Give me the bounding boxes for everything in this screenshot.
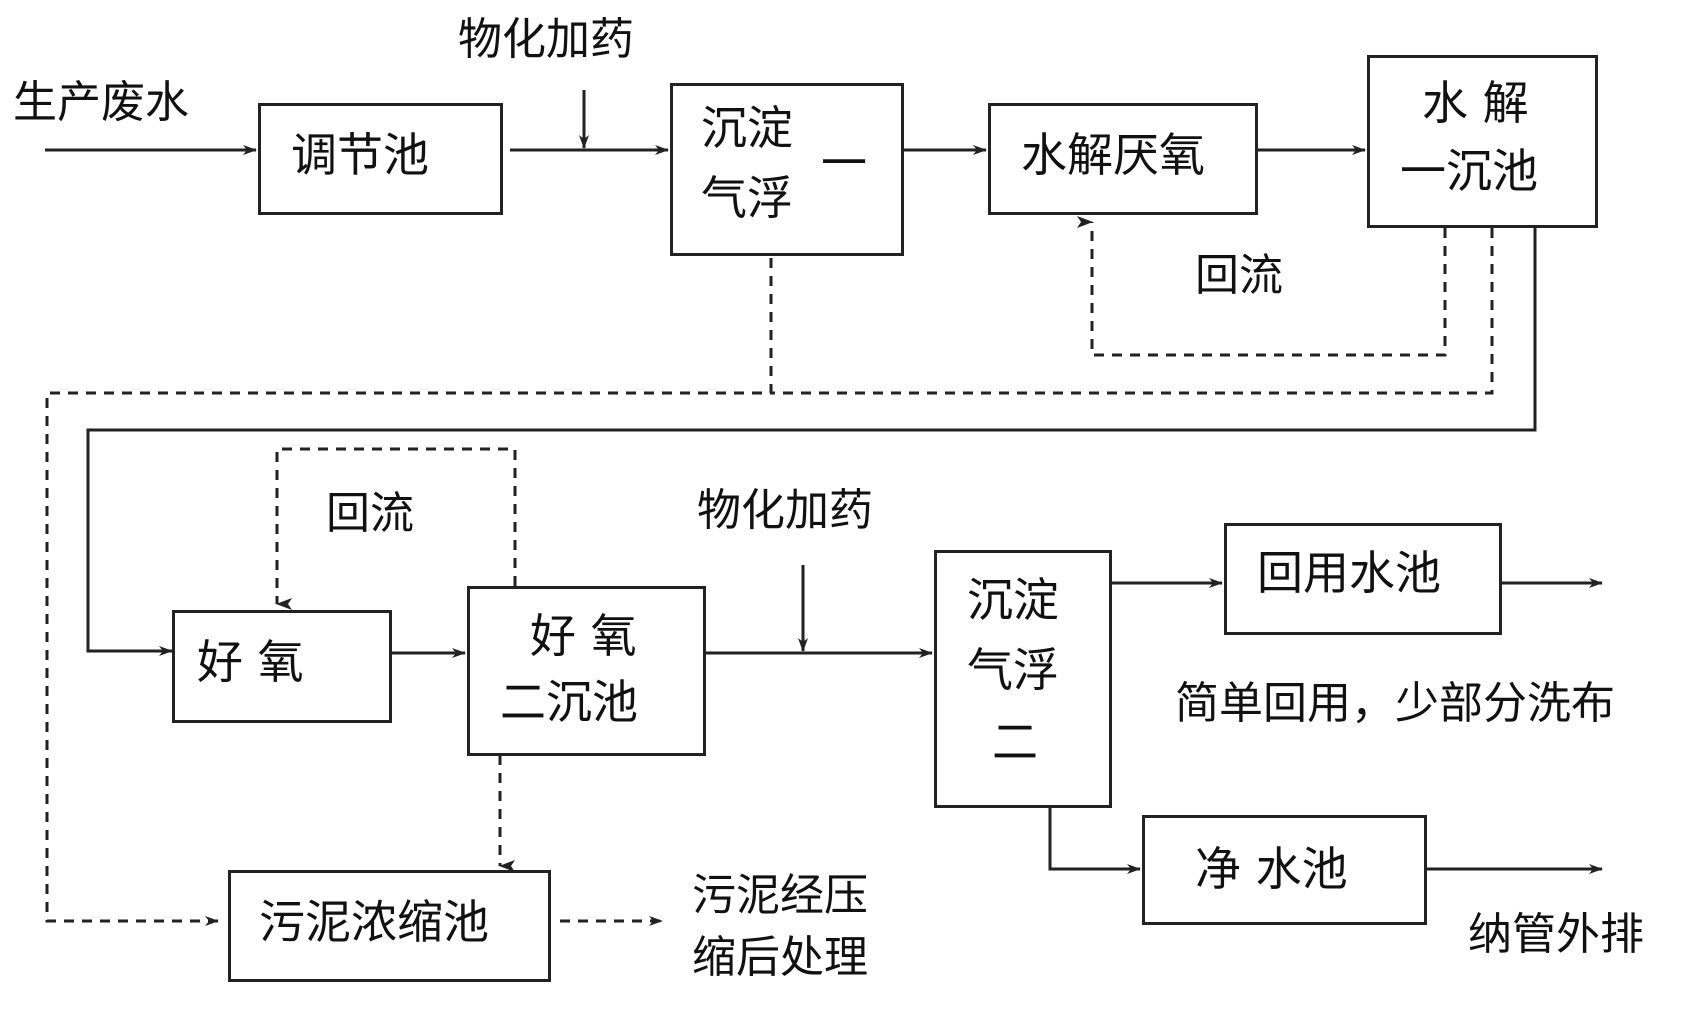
line-flotation2-to-clean [1048,808,1141,874]
dashed-reflux-to-hydrolysis [1077,216,1447,357]
hydrolysis-clarifier-box: 水 解 一沉池 [1367,55,1598,228]
reuse-pool-label: 回用水池 [1257,546,1441,600]
chem-dosing-label-1: 物化加药 [458,14,634,65]
aerobic-clarifier-label-line2: 二沉池 [500,675,638,729]
dashed-reflux-to-aerobic [275,447,517,610]
equalization-tank-box: 调节池 [258,103,503,215]
flotation1-label-line2: 气浮 [701,171,793,225]
input-label: 生产废水 [13,77,189,128]
clean-water-pool-box: 净 水池 [1142,815,1427,925]
flotation2-label-line1: 沉淀 [967,573,1059,627]
hydrolysis-clarifier-label-line2: 一沉池 [1400,144,1538,198]
aerobic-clarifier-box: 好 氧 二沉池 [467,586,706,756]
line-clarifier1-to-aerobic [86,228,1537,656]
dashed-sludge-clarifier1 [771,228,1494,395]
hydrolysis-label: 水解厌氧 [1021,128,1205,182]
equalization-tank-label: 调节池 [291,128,429,182]
chem-dosing-label-2: 物化加药 [697,485,873,536]
reuse-pool-box: 回用水池 [1224,523,1502,635]
hydrolysis-box: 水解厌氧 [988,103,1258,215]
reuse-note-label: 简单回用，少部分洗布 [1175,678,1615,729]
flotation1-number: 一 [821,136,867,190]
sludge-disposal-label-line2: 缩后处理 [692,932,868,983]
flotation2-label-line2: 气浮 [967,643,1059,697]
aerobic-label: 好 氧 [197,635,304,689]
flotation2-number: 二 [992,715,1038,769]
flotation1-box: 沉淀 气浮 一 [670,83,904,256]
sludge-thickener-label: 污泥浓缩池 [259,895,489,949]
hydrolysis-clarifier-label-line1: 水 解 [1422,76,1529,130]
dashed-sludge-to-thickener [45,258,773,926]
discharge-label: 纳管外排 [1468,909,1644,960]
sludge-thickener-box: 污泥浓缩池 [228,870,551,982]
aerobic-box: 好 氧 [172,610,392,723]
flotation2-box: 沉淀 气浮 二 [934,550,1112,808]
aerobic-clarifier-label-line1: 好 氧 [530,609,637,663]
clean-water-pool-label: 净 水池 [1195,842,1348,896]
reflux-label-1: 回流 [1195,250,1283,301]
flotation1-label-line1: 沉淀 [701,101,793,155]
reflux-label-2: 回流 [326,488,414,539]
sludge-disposal-label-line1: 污泥经压 [692,870,868,921]
